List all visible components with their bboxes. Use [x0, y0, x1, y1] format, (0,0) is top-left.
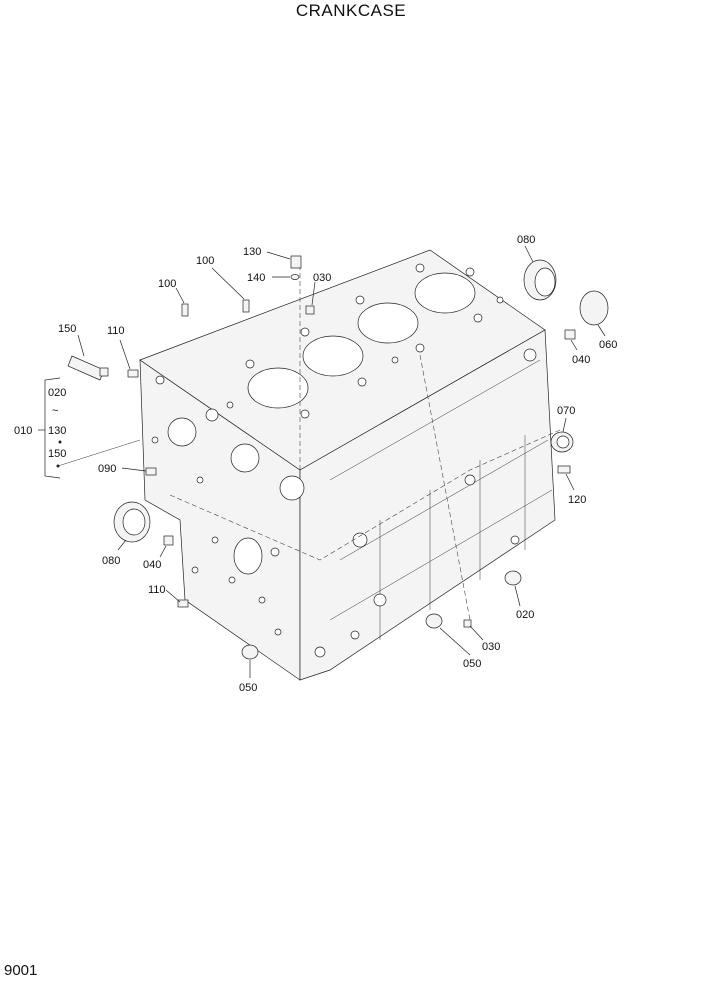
cylinder-bore-3: [302, 335, 364, 377]
part-070-seal-right: [550, 431, 574, 453]
part-060-cap: [579, 290, 609, 326]
callout-070: 070: [557, 405, 575, 417]
callout-140: 140: [247, 272, 265, 284]
group-label-010: 010: [14, 425, 32, 437]
part-040-plug-front: [163, 535, 174, 546]
part-050-plug-lower-right: [425, 613, 443, 629]
front-bore-upper: [167, 417, 197, 447]
part-130-plug: [290, 255, 302, 269]
callout-labels: 130 140 030 100 100 150 110 080 060 040 …: [14, 234, 617, 694]
page-number: 9001: [4, 962, 38, 979]
cylinder-bore-2: [357, 302, 419, 344]
part-040-plug-right: [564, 329, 576, 340]
front-bore-side: [279, 475, 305, 501]
deck-holes: [226, 263, 504, 419]
callout-150: 150: [58, 323, 76, 335]
callout-110: 110: [148, 584, 166, 596]
group-item-020: 020: [48, 387, 66, 399]
part-120-pin-right: [557, 465, 571, 474]
block-side-face: [299, 329, 556, 681]
hidden-crank-axis: [169, 429, 561, 561]
callout-030: 030: [482, 641, 500, 653]
part-080-seal-front: [113, 501, 151, 543]
side-face-ribs: [314, 348, 553, 658]
crankcase-block: [139, 249, 561, 681]
part-080-seal-top: [523, 259, 557, 301]
cylinder-bore-1: [414, 272, 476, 314]
part-150-sensor: [67, 355, 109, 381]
part-100-dowel-left: [181, 303, 189, 317]
group-item-130: 130: [48, 425, 66, 437]
part-100-dowel-right: [242, 299, 250, 313]
part-110-pin-lower: [177, 599, 189, 608]
part-110-pin-upper: [127, 369, 139, 378]
callout-120: 120: [568, 494, 586, 506]
part-140-washer: [290, 274, 300, 280]
callout-040: 040: [143, 559, 161, 571]
part-020-plug-right: [504, 570, 522, 586]
callout-110: 110: [107, 325, 125, 337]
callout-080: 080: [517, 234, 535, 246]
part-090-pin: [145, 467, 157, 476]
callout-050: 050: [463, 658, 481, 670]
callout-100: 100: [196, 255, 214, 267]
part-030-plug-lower: [463, 619, 472, 628]
group-item-150: 150: [48, 448, 66, 460]
page-title: CRANKCASE: [295, 1, 407, 20]
front-face-holes: [151, 375, 282, 636]
part-050-plug-lower-left: [241, 644, 259, 660]
callout-040: 040: [572, 354, 590, 366]
front-bore-lower: [233, 537, 263, 575]
callout-030: 030: [313, 272, 331, 284]
group-bracket: [44, 377, 61, 479]
leader-lines: [38, 245, 606, 678]
callout-060: 060: [599, 339, 617, 351]
callout-090: 090: [98, 463, 116, 475]
cylinder-bore-4: [247, 367, 309, 409]
callout-130: 130: [243, 246, 261, 258]
callout-020: 020: [516, 609, 534, 621]
front-bore-middle: [230, 443, 260, 473]
callout-080: 080: [102, 555, 120, 567]
callout-050: 050: [239, 682, 257, 694]
callout-100: 100: [158, 278, 176, 290]
group-range-symbol: ~: [52, 405, 58, 417]
part-030-plug-top: [305, 305, 315, 315]
